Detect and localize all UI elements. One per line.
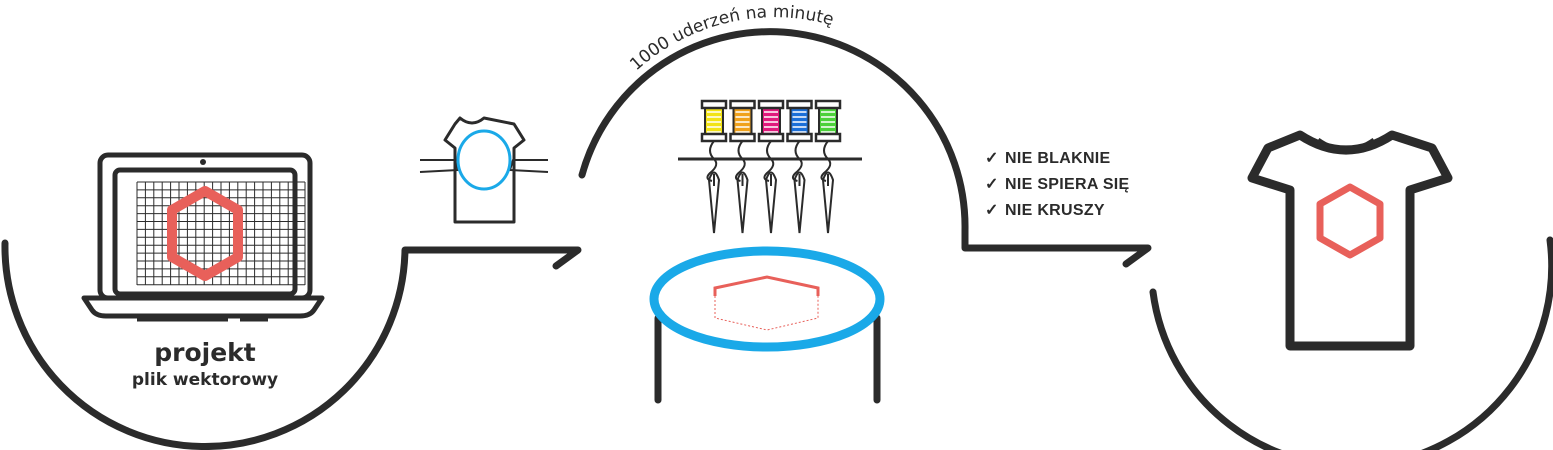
spool-icon bbox=[700, 99, 728, 234]
flow-line-1 bbox=[1, 239, 582, 450]
flow-line-3 bbox=[1149, 236, 1553, 450]
feature-item: ✓ NIE SPIERA SIĘ bbox=[985, 174, 1130, 194]
spool-icon bbox=[757, 99, 785, 234]
spool-icon bbox=[729, 99, 756, 234]
hexagon-icon bbox=[1316, 183, 1384, 259]
feature-item: ✓ NIE KRUSZY bbox=[985, 200, 1105, 220]
needle-icon bbox=[821, 171, 835, 234]
grid-icon bbox=[136, 181, 306, 286]
needle-icon bbox=[707, 171, 721, 234]
feature-label: NIE SPIERA SIĘ bbox=[1005, 176, 1130, 193]
hexagon-icon bbox=[167, 186, 243, 281]
tshirt-icon bbox=[1247, 130, 1453, 351]
needle-icon bbox=[736, 171, 749, 234]
spool-icon bbox=[786, 99, 813, 234]
feature-label: NIE KRUSZY bbox=[1005, 202, 1105, 219]
flow-line-2 bbox=[578, 28, 1152, 268]
tshirt-hoop-icon bbox=[419, 116, 549, 224]
step-title: projekt bbox=[154, 338, 256, 367]
feature-item: ✓ NIE BLAKNIE bbox=[985, 148, 1111, 168]
laptop-icon bbox=[81, 152, 325, 322]
needle-icon bbox=[793, 171, 806, 234]
spool-icon bbox=[814, 99, 842, 234]
embroidery-hoop-icon bbox=[649, 246, 885, 404]
feature-label: NIE BLAKNIE bbox=[1005, 150, 1111, 167]
thread-spools-icon bbox=[700, 99, 842, 234]
check-icon: ✓ bbox=[985, 176, 999, 193]
check-icon: ✓ bbox=[985, 202, 999, 219]
needle-icon bbox=[764, 171, 778, 234]
check-icon: ✓ bbox=[985, 150, 999, 167]
step-subtitle: plik wektorowy bbox=[131, 370, 279, 390]
